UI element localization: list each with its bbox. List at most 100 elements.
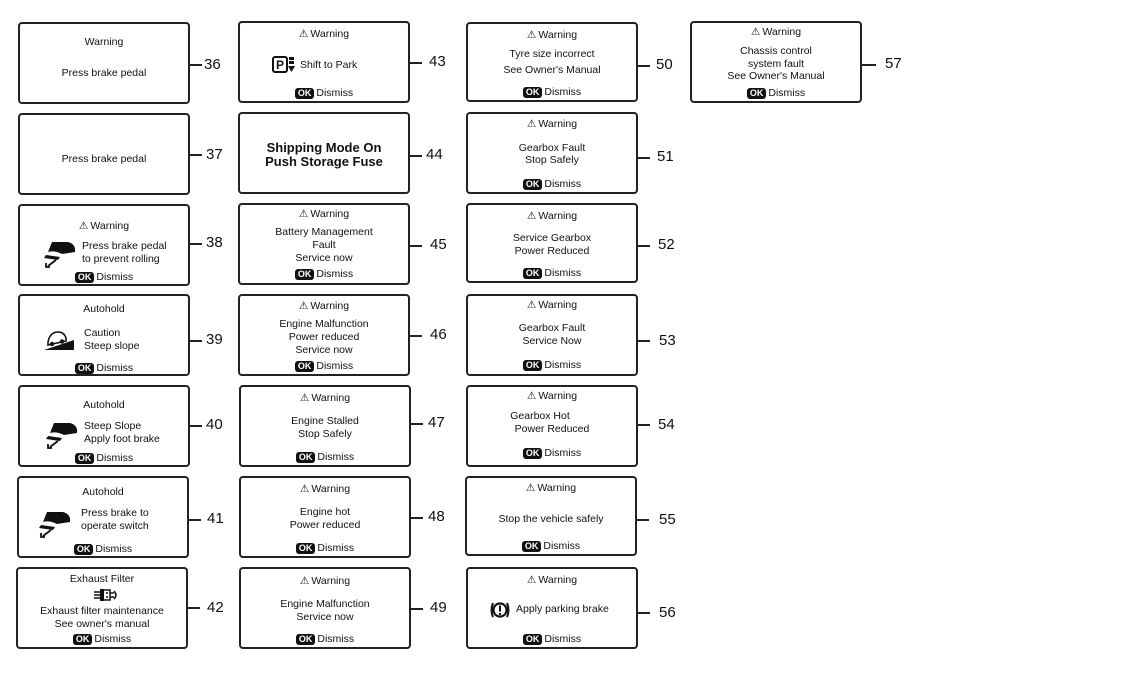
message-line: Steep Slope xyxy=(84,420,142,432)
message-line: Power reduced xyxy=(288,331,360,343)
warning-triangle-icon: ⚠ xyxy=(525,482,536,494)
warning-title: Warning xyxy=(90,220,130,232)
message-line: Caution xyxy=(84,327,121,339)
ok-button[interactable]: OK xyxy=(72,634,93,645)
ok-button[interactable]: OK xyxy=(295,634,316,645)
ok-button[interactable]: OK xyxy=(746,88,767,99)
ok-button[interactable]: OK xyxy=(522,360,543,371)
dismiss-label: Dismiss xyxy=(94,633,132,645)
reference-number: 47 xyxy=(428,414,445,431)
dismiss-label: Dismiss xyxy=(95,543,133,555)
foot-on-pedal-icon xyxy=(44,242,76,268)
ok-button[interactable]: OK xyxy=(522,634,543,645)
ok-button[interactable]: OK xyxy=(74,363,95,374)
message-line: Shift to Park xyxy=(300,59,358,71)
message-panel-46: ⚠Warning Engine Malfunction Power reduce… xyxy=(238,294,410,376)
message-line: Gearbox Fault xyxy=(518,142,586,154)
message-line: Engine Malfunction xyxy=(280,598,370,610)
warning-triangle-icon: ⚠ xyxy=(299,392,310,404)
message-line: Chassis control xyxy=(740,45,812,57)
warning-header: ⚠Warning xyxy=(468,299,636,312)
warning-header: ⚠Warning xyxy=(468,390,636,403)
ok-button[interactable]: OK xyxy=(294,88,315,99)
ok-button[interactable]: OK xyxy=(294,361,315,372)
leader-line xyxy=(190,340,202,342)
leader-line xyxy=(638,245,650,247)
reference-number: 42 xyxy=(207,599,224,616)
ok-button[interactable]: OK xyxy=(522,87,543,98)
warning-triangle-icon: ⚠ xyxy=(526,210,537,222)
warning-header: ⚠Warning xyxy=(20,220,188,233)
warning-title: Warning xyxy=(538,29,578,41)
ok-button[interactable]: OK xyxy=(294,269,315,280)
ok-button[interactable]: OK xyxy=(522,179,543,190)
exhaust-filter-title: Exhaust Filter xyxy=(69,573,135,585)
ok-button[interactable]: OK xyxy=(522,268,543,279)
message-line: See Owner's Manual xyxy=(503,64,601,76)
warning-triangle-icon: ⚠ xyxy=(526,29,537,41)
ok-button[interactable]: OK xyxy=(522,448,543,459)
leader-line xyxy=(410,155,422,157)
warning-triangle-icon: ⚠ xyxy=(78,220,89,232)
dismiss-label: Dismiss xyxy=(96,452,134,464)
reference-number: 43 xyxy=(429,53,446,70)
park-shift-icon: P xyxy=(272,56,295,73)
ok-button[interactable]: OK xyxy=(295,543,316,554)
parking-brake-icon xyxy=(490,602,510,618)
ok-button[interactable]: OK xyxy=(74,272,95,283)
svg-text:P: P xyxy=(276,58,284,72)
warning-triangle-icon: ⚠ xyxy=(526,118,537,130)
leader-line xyxy=(190,64,202,66)
warning-title: Warning xyxy=(538,574,578,586)
warning-header: ⚠Warning xyxy=(240,300,408,313)
ok-button[interactable]: OK xyxy=(73,544,94,555)
warning-title: Warning xyxy=(537,482,577,494)
leader-line xyxy=(190,154,202,156)
dismiss-label: Dismiss xyxy=(544,178,582,190)
autohold-title: Autohold xyxy=(83,399,125,411)
ok-button[interactable]: OK xyxy=(521,541,542,552)
message-panel-40: Autohold Steep Slope Apply foot brake OK… xyxy=(18,385,190,467)
message-line: operate switch xyxy=(81,520,149,532)
ok-button[interactable]: OK xyxy=(295,452,316,463)
reference-number: 37 xyxy=(206,146,223,163)
ok-button[interactable]: OK xyxy=(74,453,95,464)
message-panel-49: ⚠Warning Engine Malfunction Service now … xyxy=(239,567,411,649)
warning-title: Warning xyxy=(311,575,351,587)
message-line: Service Gearbox xyxy=(512,232,592,244)
warning-title: Warning xyxy=(311,392,351,404)
message-line: Power reduced xyxy=(289,519,361,531)
warning-triangle-icon: ⚠ xyxy=(750,26,761,38)
message-line: to prevent rolling xyxy=(82,253,160,265)
reference-number: 49 xyxy=(430,599,447,616)
message-panel-38: ⚠Warning Press brake pedal to prevent ro… xyxy=(18,204,190,286)
leader-line xyxy=(188,607,200,609)
message-panel-45: ⚠Warning Battery Management Fault Servic… xyxy=(238,203,410,285)
reference-number: 52 xyxy=(658,236,675,253)
message-panel-50: ⚠Warning Tyre size incorrect See Owner's… xyxy=(466,22,638,102)
warning-triangle-icon: ⚠ xyxy=(298,300,309,312)
warning-title: Warning xyxy=(538,210,578,222)
